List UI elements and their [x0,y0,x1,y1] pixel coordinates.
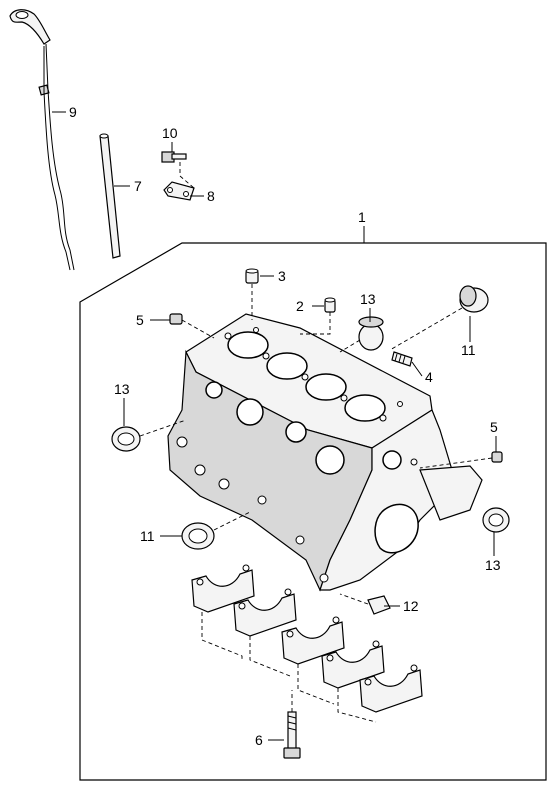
dowel-bottom[interactable] [367,595,391,615]
callout-11-right: 11 [461,342,476,358]
callout-13-right: 13 [485,557,501,573]
callout-13-left: 13 [114,381,130,397]
callout-1: 1 [358,209,366,225]
cylinder-block[interactable] [167,313,483,592]
expansion-plug-right[interactable] [482,507,510,533]
assembly-frame [79,242,547,781]
tube-bracket[interactable] [163,181,195,201]
callout-2: 2 [296,298,304,314]
callouts: 1 2 3 4 5 5 6 7 8 9 10 11 11 12 13 13 13 [69,104,501,748]
callout-5-right: 5 [490,419,498,435]
callout-12: 12 [403,598,419,614]
bore-1 [227,331,269,359]
bearing-cap-2[interactable] [233,588,297,637]
bearing-cap-1[interactable] [191,564,255,613]
callout-7: 7 [134,178,142,194]
callout-3: 3 [278,268,286,284]
bracket-bolt[interactable] [161,151,187,163]
callout-11-left: 11 [140,528,155,544]
callout-9: 9 [69,104,77,120]
dipstick-guide-tube[interactable] [99,133,121,259]
callout-6: 6 [255,732,263,748]
callout-10: 10 [162,125,178,141]
dowel-pin[interactable] [245,268,259,284]
callout-5-left: 5 [136,312,144,328]
bearing-cap-3[interactable] [281,616,345,665]
stud-bolt[interactable] [391,351,413,367]
leader-lines [52,111,497,741]
bore-2 [266,352,308,380]
seal-cap-rear[interactable] [358,316,384,351]
callout-8: 8 [207,188,215,204]
bore-4 [344,394,386,422]
bearing-cap-5[interactable] [359,664,423,713]
dowel-sleeve[interactable] [324,297,336,313]
expansion-plug-left[interactable] [111,426,141,452]
callout-4: 4 [425,369,433,385]
bore-3 [305,373,347,401]
plug-right[interactable] [491,451,503,463]
oil-seal-front[interactable] [181,522,215,550]
callout-13-top: 13 [360,291,376,307]
bearing-cap-bolt[interactable] [283,711,301,759]
oil-dipstick[interactable] [9,9,75,271]
seal-cap-large[interactable] [459,285,489,313]
plug-left[interactable] [169,313,183,325]
